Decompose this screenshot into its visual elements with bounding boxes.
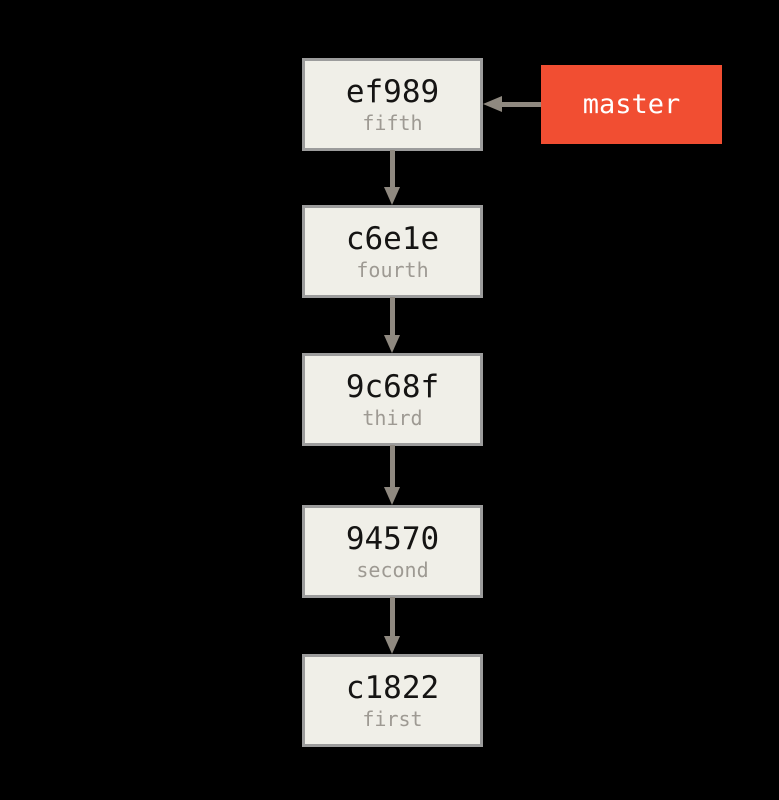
arrow-down-icon: [384, 487, 400, 505]
parent-arrow-stem: [390, 445, 395, 488]
commit-message: fifth: [362, 111, 423, 136]
parent-arrow-stem: [390, 597, 395, 637]
parent-arrow-stem: [390, 297, 395, 336]
arrow-down-icon: [384, 187, 400, 205]
commit-message: fourth: [356, 258, 429, 283]
branch-label-master: master: [541, 65, 722, 144]
branch-name: master: [582, 89, 681, 120]
commit-message: second: [356, 558, 429, 583]
arrow-down-icon: [384, 335, 400, 353]
commit-hash: c1822: [345, 669, 440, 706]
arrow-left-icon: [483, 96, 502, 112]
commit-message: first: [362, 707, 423, 732]
branch-pointer-arrow-stem: [502, 102, 541, 107]
commit-box: c1822 first: [302, 654, 483, 747]
commit-box: 9c68f third: [302, 353, 483, 446]
commit-hash: 9c68f: [345, 368, 440, 405]
commit-hash: c6e1e: [345, 220, 440, 257]
commit-box: 94570 second: [302, 505, 483, 598]
parent-arrow-stem: [390, 150, 395, 188]
commit-message: third: [362, 406, 423, 431]
commit-hash: ef989: [345, 73, 440, 110]
commit-box: c6e1e fourth: [302, 205, 483, 298]
arrow-down-icon: [384, 636, 400, 654]
commit-box: ef989 fifth: [302, 58, 483, 151]
commit-hash: 94570: [345, 520, 440, 557]
